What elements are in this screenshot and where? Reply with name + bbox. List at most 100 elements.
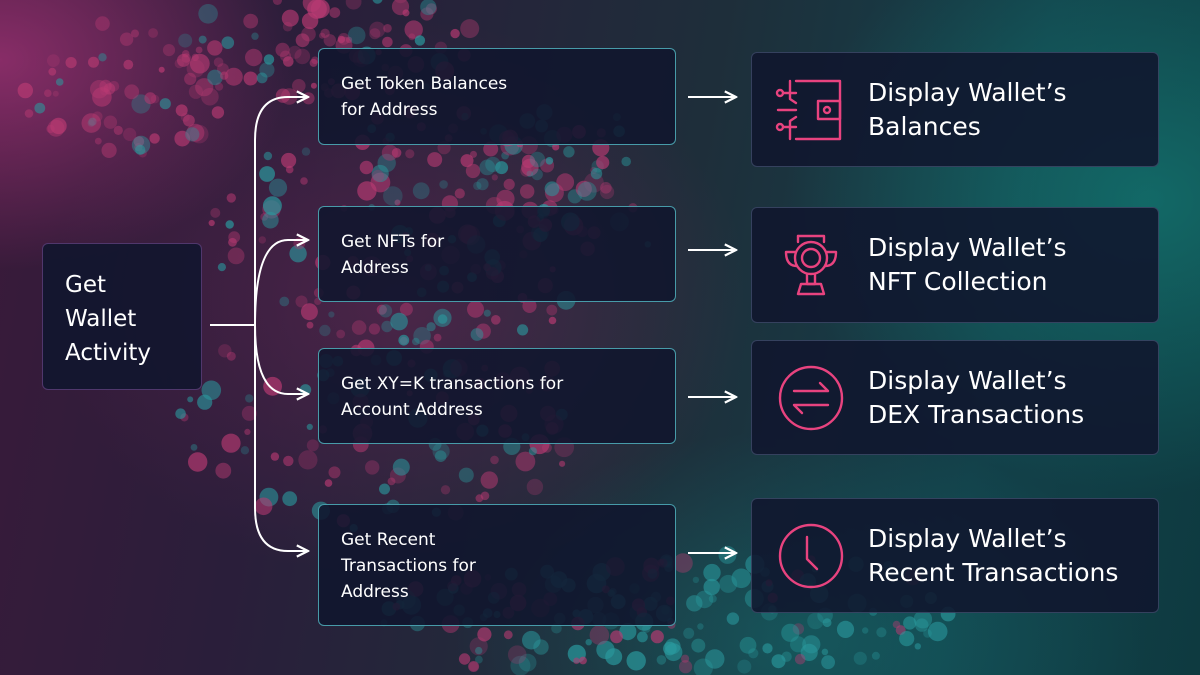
particle bbox=[468, 661, 479, 672]
particle bbox=[546, 304, 558, 316]
particle bbox=[460, 19, 480, 39]
particle bbox=[800, 643, 818, 662]
particle bbox=[369, 28, 381, 40]
particle bbox=[737, 659, 752, 674]
particle bbox=[526, 478, 544, 496]
particle bbox=[563, 146, 575, 158]
particle bbox=[52, 90, 59, 97]
particle bbox=[440, 485, 451, 495]
particle bbox=[241, 405, 257, 421]
particle bbox=[479, 159, 496, 176]
particle bbox=[95, 16, 110, 31]
particle bbox=[821, 648, 829, 656]
particle bbox=[329, 7, 341, 18]
particle bbox=[579, 656, 587, 665]
particle bbox=[184, 72, 197, 85]
particle bbox=[703, 563, 721, 582]
particle bbox=[541, 442, 552, 453]
particle bbox=[197, 394, 213, 410]
particle bbox=[382, 36, 393, 48]
step-3-line-1: Get XY=K transactions for bbox=[341, 374, 564, 394]
particle bbox=[65, 57, 77, 69]
particle bbox=[483, 309, 491, 317]
particle bbox=[383, 186, 403, 206]
particle bbox=[310, 82, 317, 89]
particle bbox=[258, 236, 266, 244]
output-wallet-balances: Display Wallet’s Balances bbox=[751, 52, 1159, 167]
particle bbox=[328, 466, 341, 479]
root-node-get-wallet-activity: Get Wallet Activity bbox=[42, 243, 202, 390]
particle bbox=[281, 152, 297, 169]
particle bbox=[692, 576, 700, 584]
step-2-line-2: Address bbox=[341, 258, 409, 278]
particle bbox=[190, 444, 198, 451]
particle bbox=[490, 455, 499, 465]
particle bbox=[195, 46, 203, 54]
particle bbox=[656, 655, 667, 665]
particle bbox=[413, 327, 431, 345]
step-2-line-1: Get NFTs for bbox=[341, 232, 445, 252]
particle bbox=[427, 152, 443, 168]
particle bbox=[295, 295, 308, 308]
particle bbox=[369, 21, 386, 38]
particle bbox=[853, 651, 867, 665]
particle bbox=[113, 125, 123, 135]
step-4-line-2: Transactions for bbox=[341, 556, 476, 576]
particle bbox=[404, 20, 423, 39]
particle bbox=[600, 184, 615, 200]
particle bbox=[323, 34, 336, 47]
particle bbox=[263, 54, 275, 65]
particle bbox=[477, 627, 492, 642]
particle bbox=[295, 33, 310, 48]
particle bbox=[470, 150, 477, 158]
particle bbox=[189, 53, 210, 74]
particle bbox=[650, 630, 664, 644]
particle bbox=[218, 344, 232, 358]
step-get-token-balances: Get Token Balances for Address bbox=[318, 48, 676, 145]
particle bbox=[432, 442, 450, 460]
particle bbox=[359, 160, 374, 175]
particle bbox=[679, 660, 693, 674]
particle bbox=[185, 127, 200, 142]
particle bbox=[470, 328, 484, 341]
particle bbox=[306, 439, 319, 452]
particle bbox=[480, 471, 498, 489]
particle bbox=[328, 311, 335, 318]
particle bbox=[596, 155, 610, 170]
particle bbox=[515, 451, 536, 472]
particle bbox=[259, 166, 275, 182]
particle bbox=[496, 189, 515, 208]
particle bbox=[398, 334, 410, 346]
particle bbox=[387, 477, 396, 486]
particle bbox=[228, 237, 237, 247]
particle bbox=[251, 32, 259, 40]
particle bbox=[708, 594, 717, 603]
step-1-line-1: Get Token Balances bbox=[341, 74, 508, 94]
particle bbox=[681, 654, 690, 663]
particle bbox=[545, 157, 554, 165]
step-3-line-2: Account Address bbox=[341, 400, 483, 420]
particle bbox=[903, 616, 917, 630]
particle bbox=[495, 161, 509, 175]
particle bbox=[175, 408, 186, 420]
step-1-line-2: for Address bbox=[341, 100, 438, 120]
particle bbox=[368, 323, 380, 335]
particle bbox=[88, 56, 99, 68]
particle bbox=[198, 35, 207, 44]
particle bbox=[683, 627, 695, 639]
particle bbox=[468, 661, 480, 672]
particle bbox=[434, 450, 447, 463]
particle bbox=[124, 84, 140, 100]
branch-to-recent bbox=[254, 507, 308, 551]
output-1-text: Display Wallet’s Balances bbox=[868, 76, 1067, 144]
particle bbox=[337, 35, 346, 44]
particle bbox=[371, 169, 384, 183]
particle bbox=[559, 460, 566, 467]
particle bbox=[390, 312, 408, 331]
particle bbox=[320, 28, 330, 38]
particle bbox=[47, 54, 60, 67]
particle bbox=[94, 137, 102, 145]
particle bbox=[101, 142, 117, 158]
particle bbox=[34, 102, 46, 114]
